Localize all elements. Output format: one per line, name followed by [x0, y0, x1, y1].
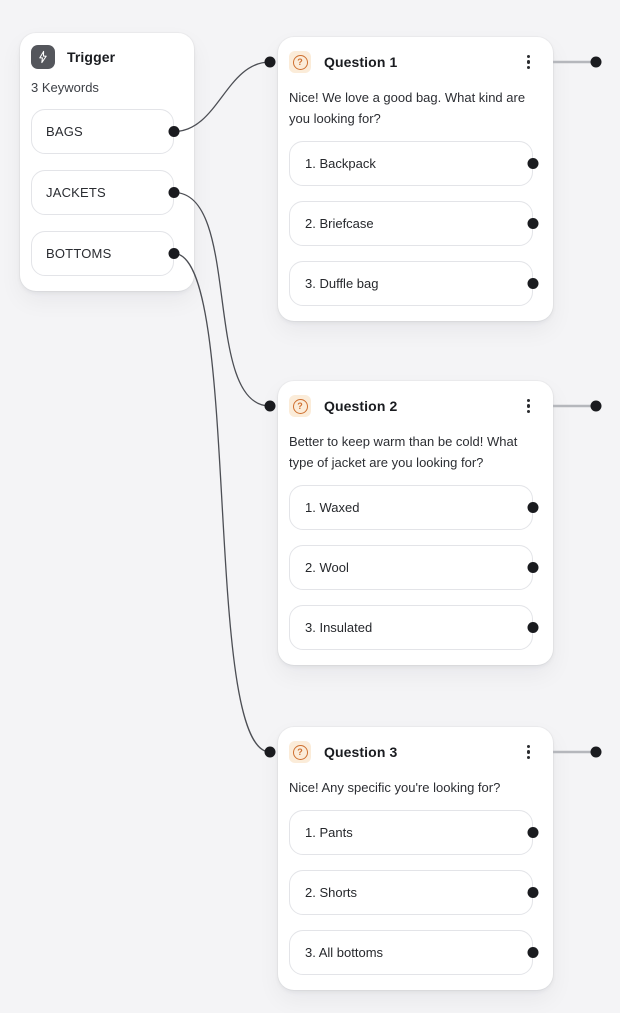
option-chip-3[interactable]: 3. Insulated [289, 605, 533, 650]
question-3-input-handle[interactable] [264, 746, 276, 758]
question-circle-icon: ? [289, 51, 311, 73]
keyword-label: BOTTOMS [46, 246, 112, 261]
question-text: Better to keep warm than be cold! What t… [289, 434, 518, 470]
question-2-input-handle[interactable] [264, 400, 276, 412]
option-label: 1. Backpack [305, 156, 376, 171]
question-1-input-handle[interactable] [264, 56, 276, 68]
option-chip-2[interactable]: 2. Briefcase [289, 201, 533, 246]
question-circle-icon: ? [289, 741, 311, 763]
keyword-chip-bottoms[interactable]: BOTTOMS [31, 231, 174, 276]
question-node-3[interactable]: ? Question 3 Nice! Any specific you're l… [278, 727, 553, 990]
question-title: Question 1 [324, 54, 398, 70]
keywords-count: 3 Keywords [31, 80, 99, 95]
option-chip-3[interactable]: 3. Duffle bag [289, 261, 533, 306]
keyword-label: BAGS [46, 124, 83, 139]
question-2-output-handle[interactable] [590, 400, 602, 412]
option-label: 2. Wool [305, 560, 349, 575]
question-header: ? Question 2 [289, 395, 533, 417]
option-chip-2[interactable]: 2. Shorts [289, 870, 533, 915]
option-label: 3. All bottoms [305, 945, 384, 960]
keyword-list: BAGS JACKETS BOTTOMS [31, 109, 194, 276]
option-list: 1. Backpack 2. Briefcase 3. Duffle bag [289, 141, 533, 306]
keyword-chip-jackets[interactable]: JACKETS [31, 170, 174, 215]
question-header: ? Question 1 [289, 51, 533, 73]
question-node-2[interactable]: ? Question 2 Better to keep warm than be… [278, 381, 553, 665]
keyword-label: JACKETS [46, 185, 106, 200]
kebab-menu-button[interactable] [524, 397, 533, 416]
question-3-output-handle[interactable] [590, 746, 602, 758]
question-1-output-handle[interactable] [590, 56, 602, 68]
option-label: 1. Waxed [305, 500, 360, 515]
option-label: 3. Insulated [305, 620, 373, 635]
trigger-title: Trigger [67, 49, 116, 65]
question-header: ? Question 3 [289, 741, 533, 763]
option-label: 2. Briefcase [305, 216, 374, 231]
option-list: 1. Pants 2. Shorts 3. All bottoms [289, 810, 533, 975]
option-label: 2. Shorts [305, 885, 358, 900]
edge-bottoms-to-question-3[interactable] [173, 252, 271, 753]
option-chip-1[interactable]: 1. Backpack [289, 141, 533, 186]
question-circle-icon: ? [289, 395, 311, 417]
trigger-header: Trigger [31, 45, 194, 69]
option-chip-2[interactable]: 2. Wool [289, 545, 533, 590]
kebab-menu-button[interactable] [524, 743, 533, 762]
question-title: Question 3 [324, 744, 398, 760]
question-node-1[interactable]: ? Question 1 Nice! We love a good bag. W… [278, 37, 553, 321]
question-text: Nice! Any specific you're looking for? [289, 780, 501, 795]
kebab-menu-button[interactable] [524, 53, 533, 72]
option-chip-1[interactable]: 1. Waxed [289, 485, 533, 530]
option-label: 3. Duffle bag [305, 276, 379, 291]
option-chip-1[interactable]: 1. Pants [289, 810, 533, 855]
option-label: 1. Pants [305, 825, 353, 840]
question-text: Nice! We love a good bag. What kind are … [289, 90, 526, 126]
lightning-icon [31, 45, 55, 69]
trigger-node[interactable]: Trigger 3 Keywords BAGS JACKETS BOTTOMS [20, 33, 194, 291]
keyword-chip-bags[interactable]: BAGS [31, 109, 174, 154]
option-chip-3[interactable]: 3. All bottoms [289, 930, 533, 975]
question-title: Question 2 [324, 398, 398, 414]
option-list: 1. Waxed 2. Wool 3. Insulated [289, 485, 533, 650]
